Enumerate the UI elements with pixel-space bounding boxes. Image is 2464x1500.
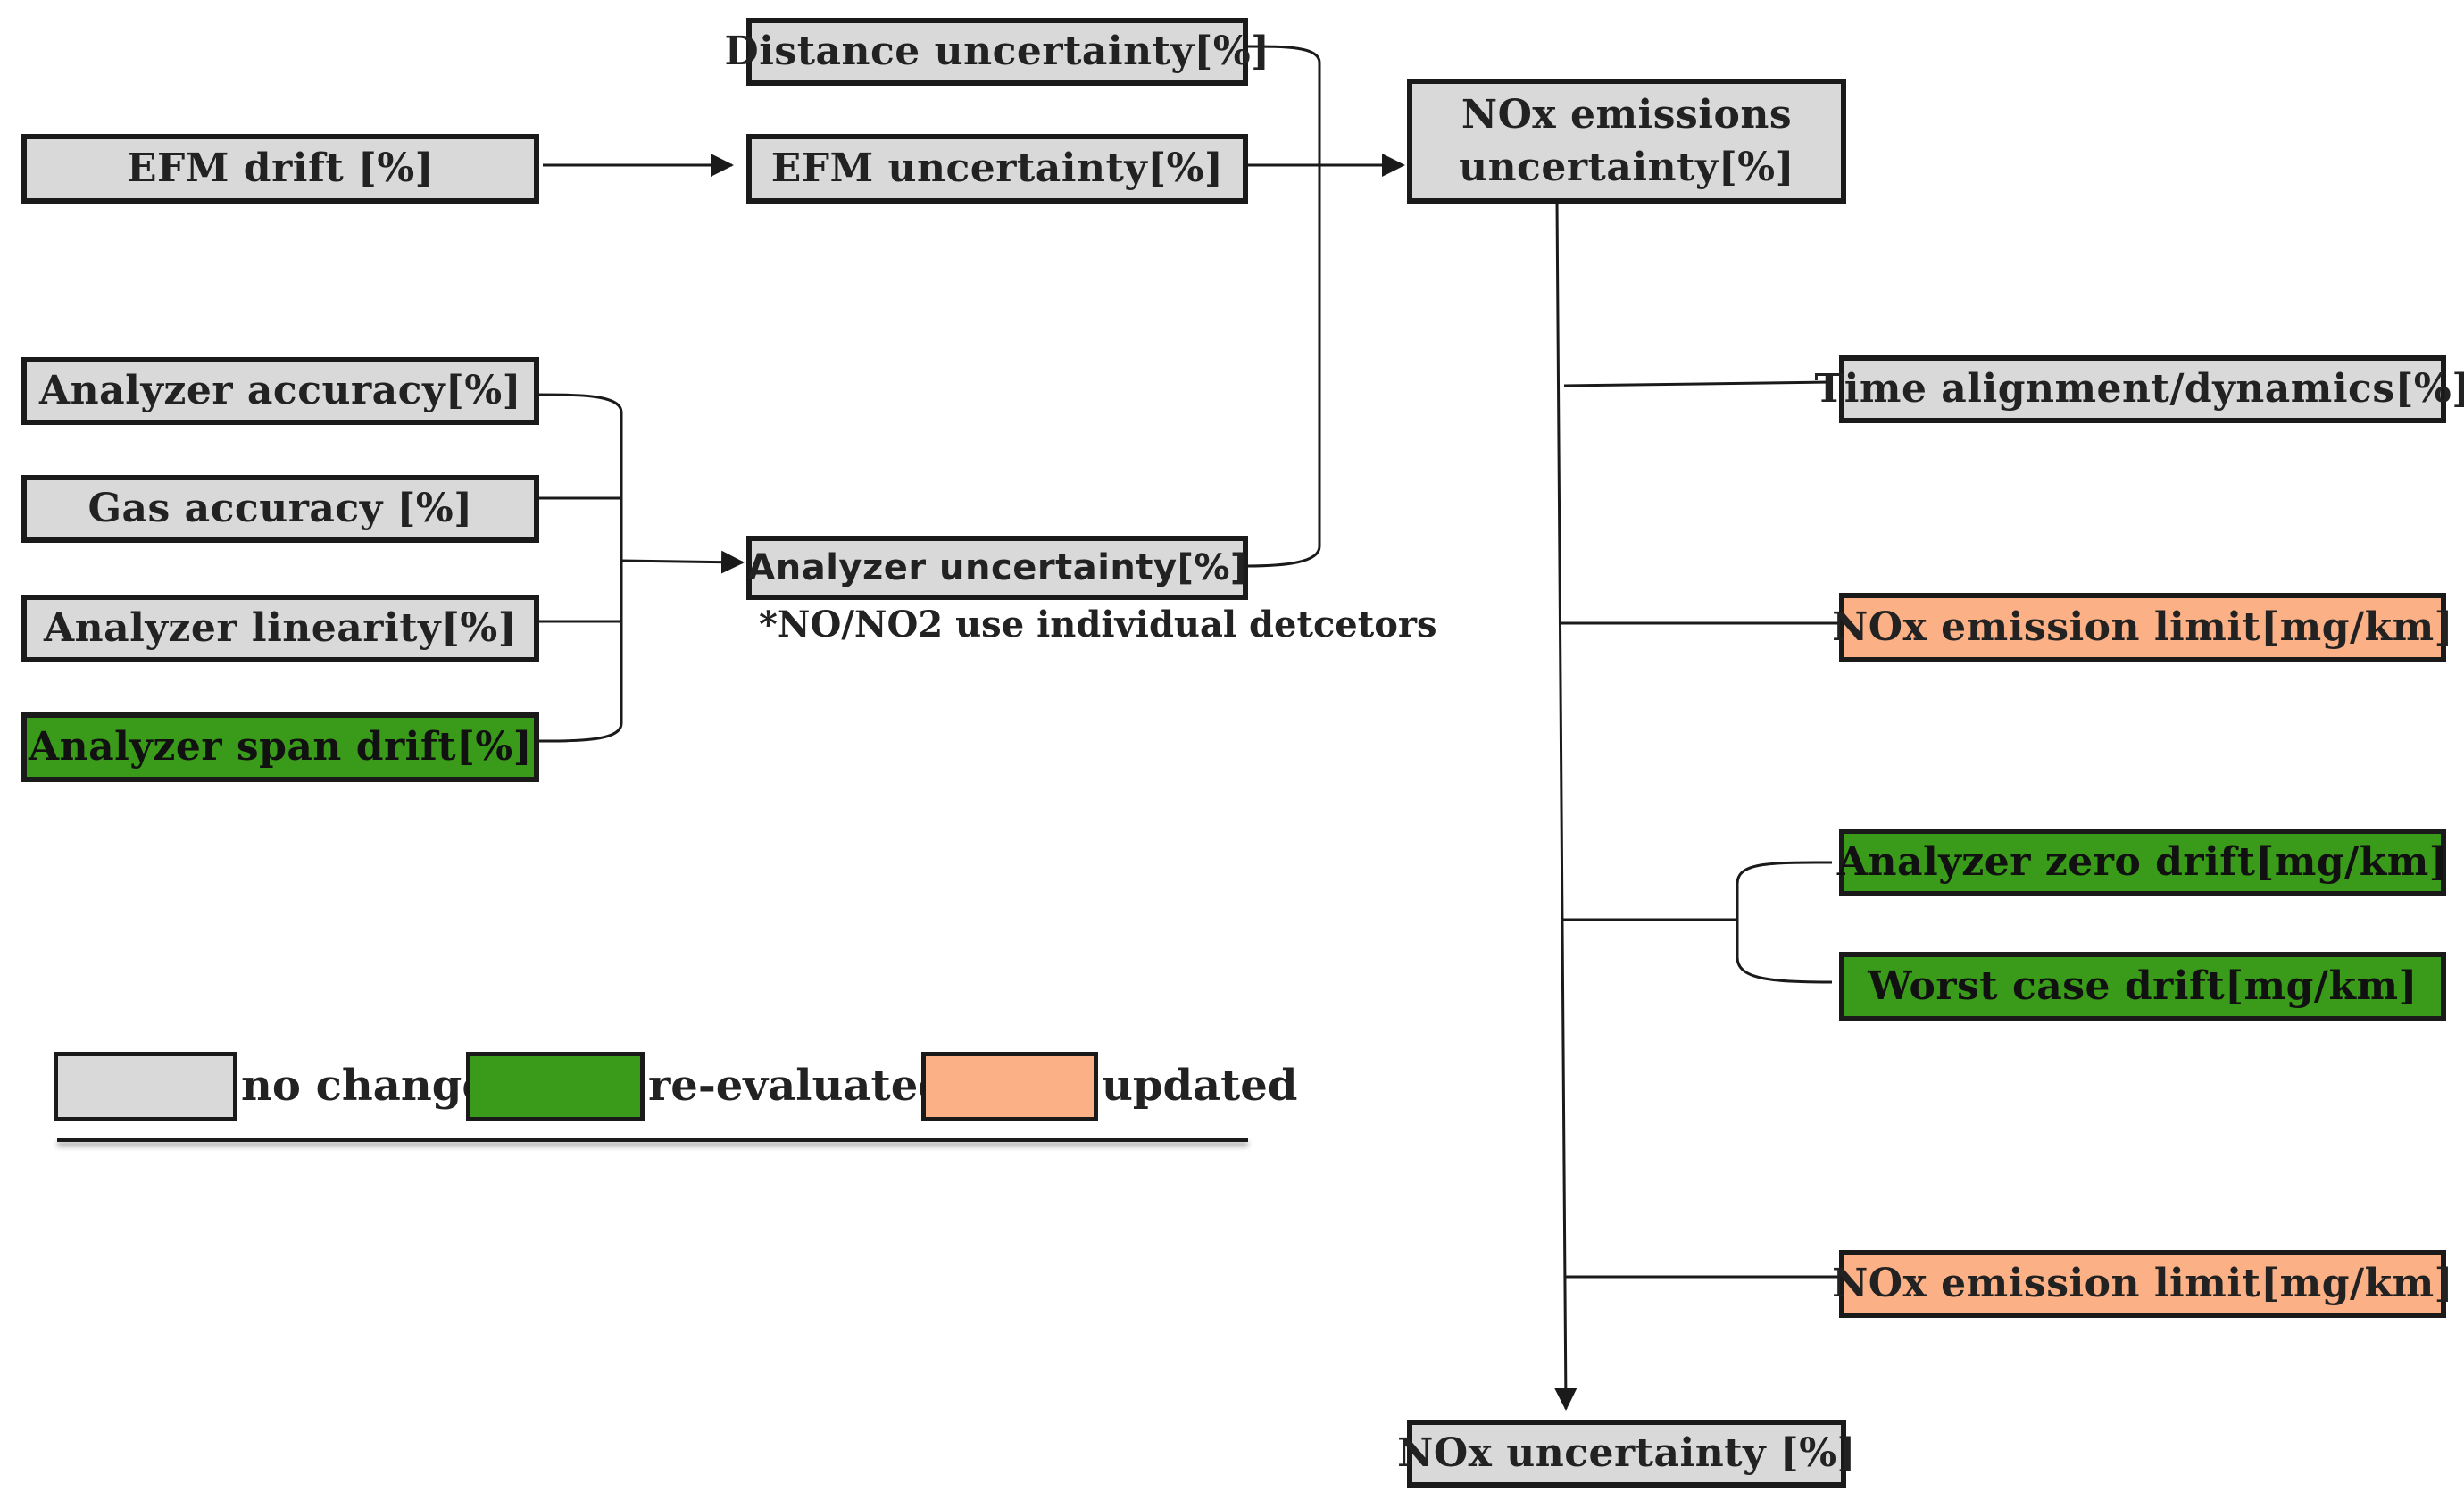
nox-uncertainty-box: NOx uncertainty [%] xyxy=(1397,1420,1855,1488)
nox-emissions-uncertainty-line2: uncertainty[%] xyxy=(1459,145,1794,190)
branch-time-alignment xyxy=(1563,380,1833,388)
bracket-analyzer-inputs xyxy=(535,393,623,743)
bracket-top-inputs xyxy=(1245,45,1321,568)
legend-updated-label: updated xyxy=(1102,1061,1298,1111)
nox-emissions-uncertainty-line1: NOx emissions xyxy=(1461,91,1793,138)
legend-underline xyxy=(57,1138,1248,1142)
legend-no-change-label: no change xyxy=(241,1061,489,1111)
trunk-line xyxy=(1553,201,1577,1411)
distance-uncertainty-box: Distance uncertainty[%] xyxy=(725,18,1269,86)
legend-re-evaluated-label: re-evaluated xyxy=(648,1061,948,1111)
analyzer-span-drift-box: Analyzer span drift[%] xyxy=(21,712,539,782)
detector-note: *NO/NO2 use individual detcetors xyxy=(759,604,1437,646)
nox-emissions-uncertainty-box: NOx emissions uncertainty[%] xyxy=(1407,79,1846,204)
analyzer-linearity-box: Analyzer linearity[%] xyxy=(21,595,539,662)
time-alignment-box: Time alignment/dynamics[%] xyxy=(1814,355,2464,423)
nox-emission-limit-box-1: NOx emission limit[mg/km] xyxy=(1832,593,2452,662)
efm-uncertainty-box: EFM uncertainty[%] xyxy=(746,134,1248,204)
arrow-analyzer-inputs-to-analyzer-uncertainty xyxy=(620,550,745,574)
legend-re-evaluated-swatch xyxy=(466,1052,645,1121)
gas-accuracy-box: Gas accuracy [%] xyxy=(21,475,539,543)
legend-no-change-swatch xyxy=(54,1052,237,1121)
analyzer-uncertainty-box: Analyzer uncertainty[%] xyxy=(746,536,1248,600)
analyzer-zero-drift-box: Analyzer zero drift[mg/km] xyxy=(1837,829,2448,896)
worst-case-drift-box: Worst case drift[mg/km] xyxy=(1839,952,2446,1021)
analyzer-accuracy-box: Analyzer accuracy[%] xyxy=(21,357,539,425)
nox-emission-limit-box-2: NOx emission limit[mg/km] xyxy=(1832,1250,2452,1318)
legend-updated-swatch xyxy=(921,1052,1098,1121)
efm-drift-box: EFM drift [%] xyxy=(21,134,539,204)
bracket-drift-group xyxy=(1736,861,1833,984)
